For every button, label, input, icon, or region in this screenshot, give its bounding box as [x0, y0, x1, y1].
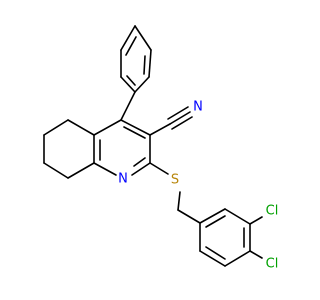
nitrile-nitrogen-label: N: [193, 100, 203, 115]
bond: [67, 162, 95, 179]
bond: [131, 162, 151, 176]
bond-inner: [205, 215, 226, 228]
bond: [67, 119, 95, 136]
bond-inner: [143, 55, 146, 75]
pyridine-nitrogen-label: N: [118, 172, 128, 187]
bond: [120, 91, 136, 121]
bond-inner: [126, 75, 136, 86]
chlorine-2-label: Cl: [266, 257, 279, 272]
bond-inner: [123, 126, 146, 139]
bond: [177, 191, 181, 211]
molecule-diagram: N N S Cl Cl: [43, 25, 279, 272]
bond: [120, 25, 136, 51]
chlorine-1-label: Cl: [266, 204, 279, 219]
bond: [224, 250, 251, 267]
bond: [167, 106, 189, 120]
bond: [120, 119, 151, 136]
bond: [134, 76, 150, 93]
bond: [120, 76, 136, 93]
bond: [169, 111, 191, 125]
bond: [224, 208, 251, 225]
bond: [249, 216, 263, 225]
bond-inner: [205, 246, 226, 260]
bond-inner: [133, 157, 146, 167]
nitrile-group: [149, 106, 193, 136]
bond: [148, 49, 152, 78]
bond-inner: [125, 36, 137, 56]
phenyl-ring: [120, 25, 152, 93]
bond: [134, 25, 152, 51]
bond: [199, 250, 226, 267]
bond: [149, 162, 169, 175]
thioether-linker: [149, 162, 201, 224]
bond: [43, 162, 69, 179]
dichlorophenyl-ring: [199, 208, 251, 267]
sulfur-label: S: [171, 173, 179, 188]
bond: [249, 250, 263, 259]
bond: [149, 123, 171, 136]
bond: [43, 119, 69, 136]
bond: [93, 162, 117, 176]
bond: [93, 119, 122, 136]
bond: [177, 209, 201, 224]
bond: [171, 116, 193, 130]
pyridine-ring: [93, 119, 151, 176]
cyclohexane-ring: [43, 119, 95, 179]
bond: [199, 208, 226, 224]
